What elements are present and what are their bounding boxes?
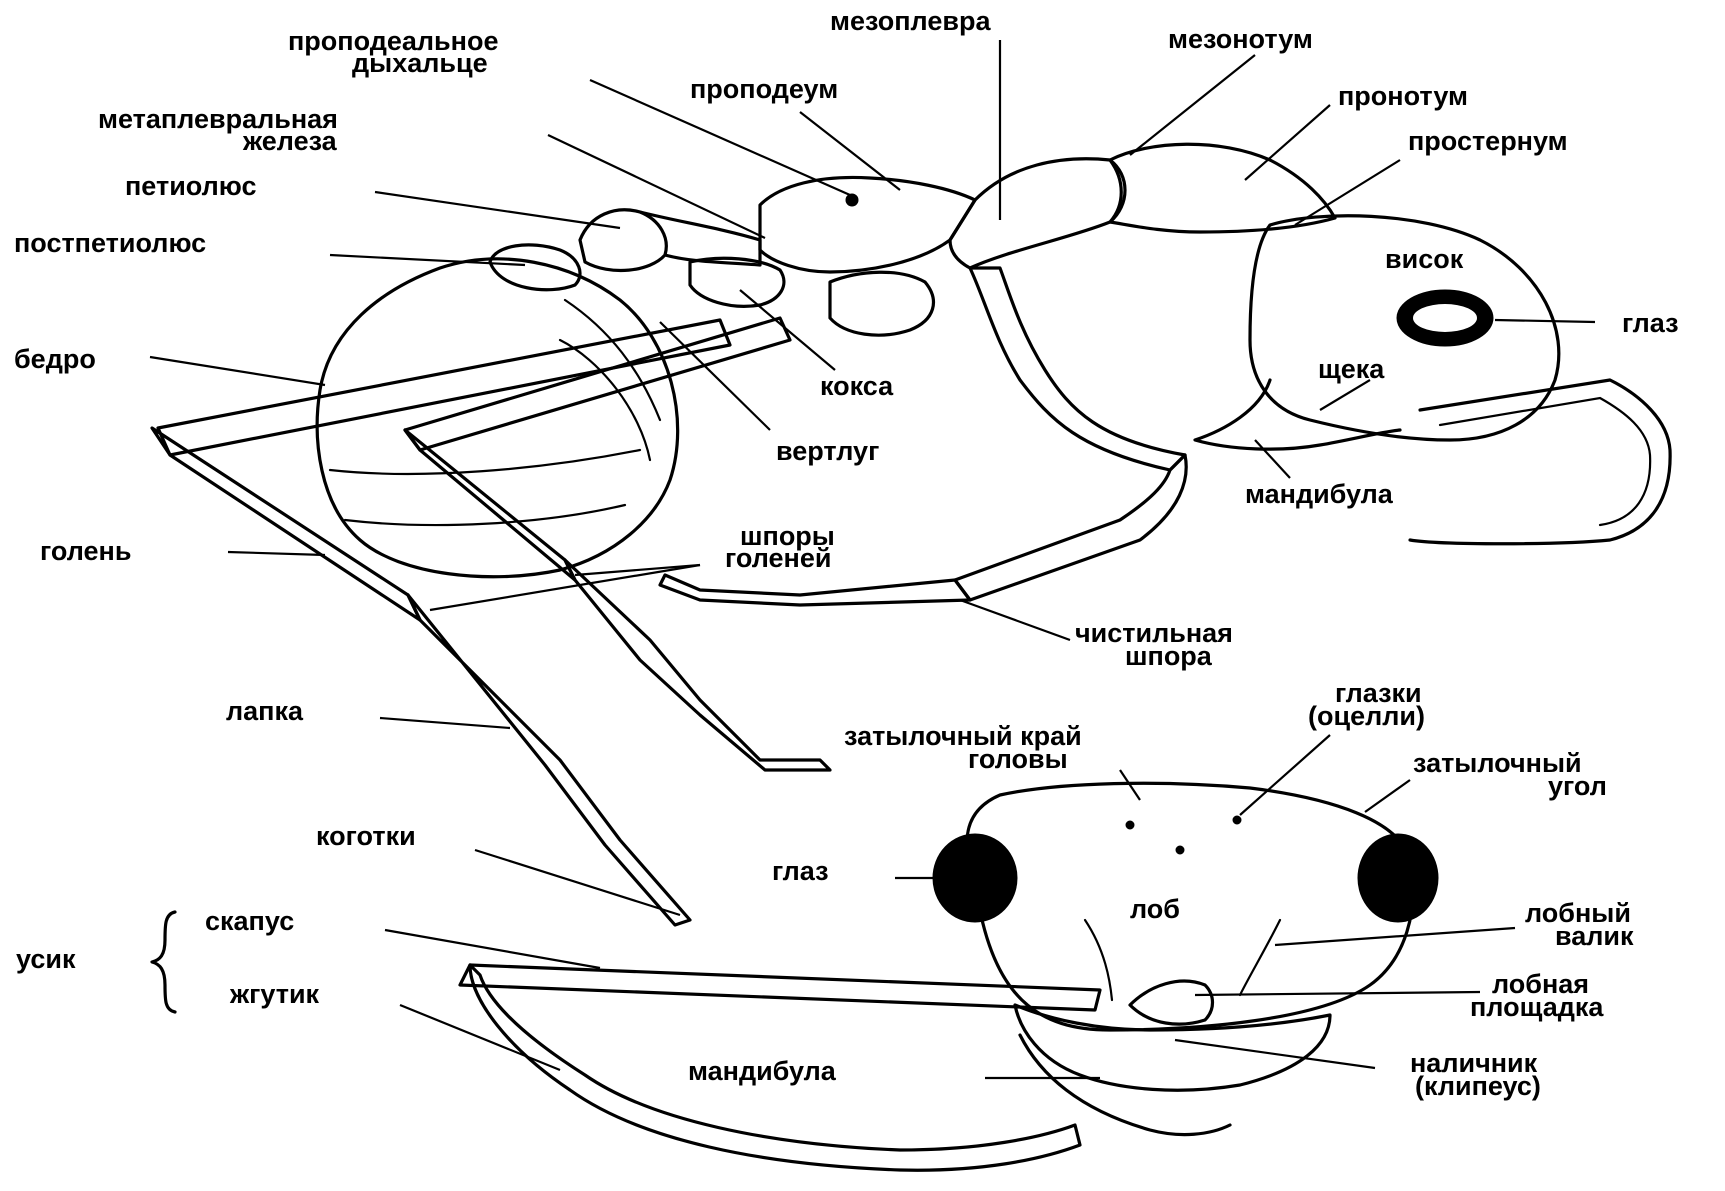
label-strigil-2: шпора [1125,641,1213,671]
leader-mesonotum [1130,55,1255,155]
leader-frontal-carina [1275,928,1515,945]
propodeum-shape [760,177,975,272]
leader-claws [475,850,680,915]
leader-petiole [375,192,620,228]
label-propodeal-spiracle-2: дыхальце [352,48,488,78]
mid-coxa-shape [690,258,784,306]
mid-leg-femur [405,318,790,450]
fore-leg-tibia [955,455,1186,600]
label-metapleural-gland-2: железа [242,126,338,156]
postpetiole-shape [490,245,580,290]
label-ocelli-2: (оцелли) [1308,701,1425,731]
label-occipital-corner-2: угол [1548,771,1607,801]
label-tibial-spurs-2: голеней [725,543,831,573]
label-mesonotum: мезонотум [1168,24,1313,54]
leader-tibia [228,552,325,555]
gaster-segment [330,450,640,474]
label-femur: бедро [14,344,96,374]
gaster-outline [317,259,677,577]
label-coxa: кокса [820,371,894,401]
label-antenna: усик [16,944,76,974]
fore-leg-tarsus [660,575,970,605]
leader-strigil [960,600,1070,640]
label-frontal-area-2: площадка [1470,992,1604,1022]
leader-lines [150,40,1595,1078]
fore-leg-femur [970,268,1185,470]
leader-eye-side [1495,320,1595,322]
coxa-shape [830,272,933,335]
petiole-stalk [640,212,760,265]
leader-femur [150,357,325,385]
ocellus-right [1233,816,1241,824]
label-claws: коготки [316,821,416,851]
leader-funiculus [400,1005,560,1070]
leader-tibial-spurs-2 [575,565,700,575]
antenna-brace [152,912,175,1012]
label-frontal-carina-2: валик [1555,921,1634,951]
label-occipital-margin-2: головы [968,744,1068,774]
label-eye-side: глаз [1622,308,1679,338]
label-funiculus: жгутик [229,979,320,1009]
ocellus-middle [1176,846,1184,854]
leader-frontal-area [1195,992,1480,995]
label-temple: висок [1385,244,1464,274]
petiole-shape [580,210,666,271]
tarsus-shape [408,595,690,925]
label-mesopleura: мезоплевра [830,6,991,36]
eye-front-right [1358,834,1438,922]
label-tarsus: лапка [226,696,304,726]
label-pronotum: пронотум [1338,81,1468,111]
frontal-area-shape [1130,981,1213,1024]
eye-front-left [933,834,1017,922]
leader-mandible-side [1255,440,1290,478]
label-mandible-front: мандибула [688,1056,837,1086]
label-postpetiole: постпетиолюс [14,228,206,258]
ocellus-left [1126,821,1134,829]
label-scape: скапус [205,906,294,936]
antenna-side-inner [1440,398,1650,525]
label-petiole: петиолюс [125,171,256,201]
label-cheek: щека [1318,354,1385,384]
antenna-front-scape [460,965,1100,1010]
label-propodeum: проподеум [690,74,838,104]
frontal-carina-right [1240,920,1280,995]
leader-tarsus [380,718,510,728]
mesopleura-shape [950,159,1125,268]
leader-ocelli [1240,735,1330,815]
label-tibia: голень [40,536,131,566]
gaster-segment [560,340,650,460]
leader-occipital-corner [1365,780,1410,812]
leader-clypeus [1175,1040,1375,1068]
gaster-segment [345,505,625,525]
ant-head-front-view [460,783,1438,1170]
propodeal-spiracle-dot [846,194,858,206]
mid-leg-tibia [405,430,575,580]
eye-side-highlight [1413,304,1477,332]
leader-scape [385,930,600,968]
label-prosternum: простернум [1408,126,1568,156]
label-frons: лоб [1130,894,1180,924]
leader-coxa [740,290,835,370]
mid-leg-tarsus [565,560,830,770]
label-eye-front: глаз [772,856,829,886]
leader-cheek [1320,380,1370,410]
label-trochanter: вертлуг [776,436,879,466]
label-mandible-side: мандибула [1245,479,1394,509]
label-clypeus-2: (клипеус) [1415,1071,1541,1101]
